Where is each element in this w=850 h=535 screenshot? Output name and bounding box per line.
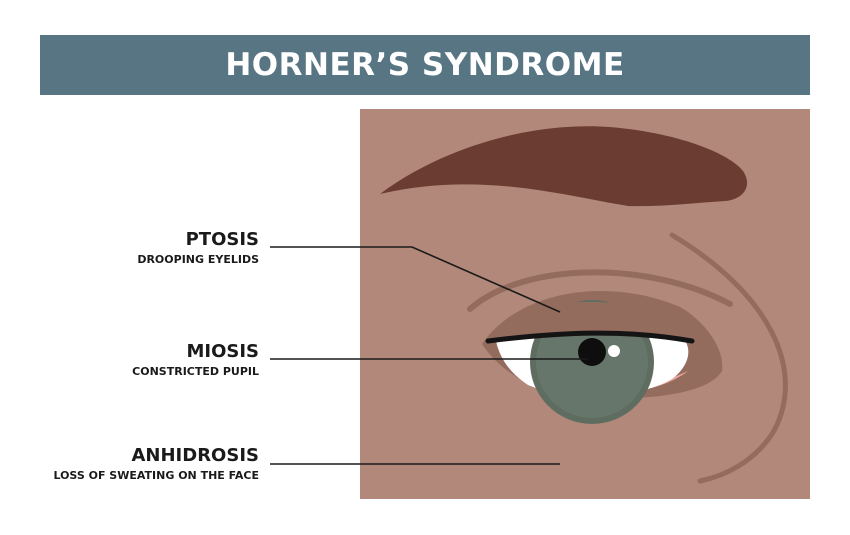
page-title: HORNER’S SYNDROME: [225, 47, 625, 83]
orbital-curve: [669, 232, 788, 484]
drooping-upper-lid: [490, 301, 690, 341]
eyebrow: [380, 126, 748, 207]
ptosis-subtitle: DROOPING EYELIDS: [137, 253, 259, 266]
eye-crease-line: [467, 269, 733, 312]
anhidrosis-subtitle: LOSS OF SWEATING ON THE FACE: [53, 469, 259, 482]
label-miosis: MIOSIS CONSTRICTED PUPIL: [132, 342, 259, 379]
eyelid-margin: [485, 330, 695, 344]
miosis-subtitle: CONSTRICTED PUPIL: [132, 365, 259, 378]
label-ptosis: PTOSIS DROOPING EYELIDS: [137, 230, 259, 267]
ptosis-title: PTOSIS: [185, 229, 259, 250]
anhidrosis-title: ANHIDROSIS: [131, 445, 260, 466]
title-banner: HORNER’S SYNDROME: [40, 35, 810, 95]
eye-highlight: [608, 345, 620, 357]
miosis-title: MIOSIS: [186, 341, 259, 362]
label-anhidrosis: ANHIDROSIS LOSS OF SWEATING ON THE FACE: [53, 446, 259, 483]
ptosis-leader: [270, 246, 561, 313]
